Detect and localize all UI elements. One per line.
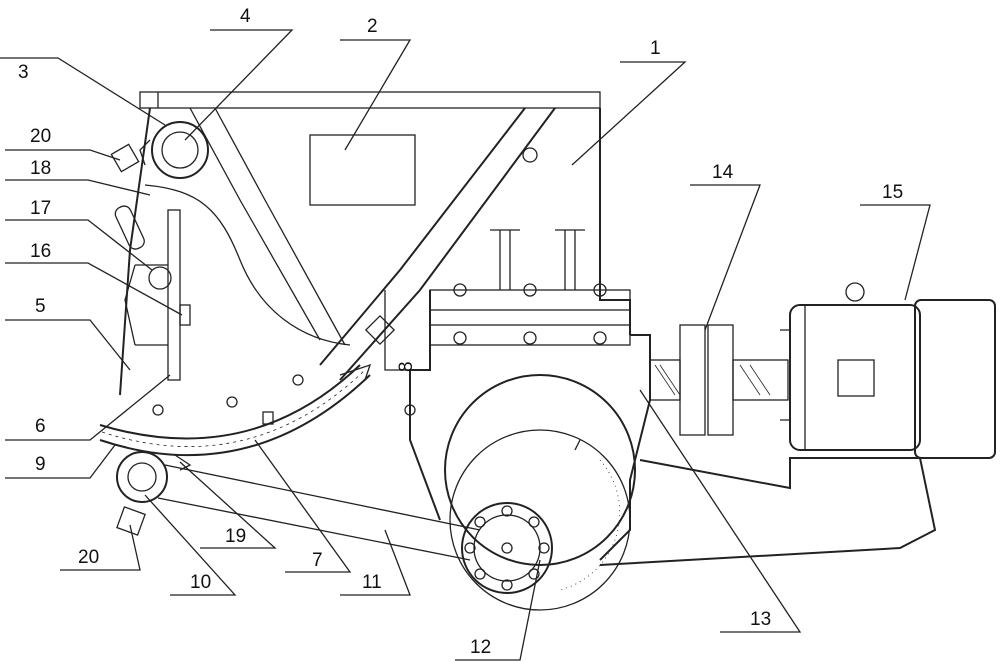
label-3: 3 bbox=[18, 62, 29, 83]
label-13: 13 bbox=[750, 609, 771, 630]
label-1: 1 bbox=[650, 38, 661, 59]
coupling bbox=[649, 324, 789, 436]
drum bbox=[444, 374, 636, 611]
label-12: 12 bbox=[470, 637, 491, 658]
lever bbox=[114, 205, 191, 381]
label-20-bottom: 20 bbox=[78, 547, 99, 568]
label-6: 6 bbox=[35, 416, 46, 437]
label-8: 8 bbox=[396, 361, 417, 372]
label-7: 7 bbox=[312, 550, 323, 571]
label-4: 4 bbox=[240, 6, 251, 27]
label-14: 14 bbox=[712, 162, 734, 183]
label-16: 16 bbox=[30, 241, 51, 262]
motor bbox=[599, 282, 996, 566]
label-5: 5 bbox=[35, 296, 46, 317]
label-9: 9 bbox=[35, 454, 46, 475]
label-2: 2 bbox=[367, 16, 378, 37]
label-17: 17 bbox=[30, 198, 51, 219]
label-18: 18 bbox=[30, 158, 51, 179]
top-frame bbox=[139, 91, 601, 109]
label-10: 10 bbox=[190, 572, 211, 593]
top-pivot bbox=[110, 121, 209, 179]
flange bbox=[461, 502, 553, 594]
lower-pivot-arm bbox=[116, 451, 481, 561]
nameplate bbox=[309, 134, 416, 206]
leader-lines bbox=[0, 29, 931, 661]
hopper-body bbox=[119, 107, 631, 416]
label-20-top: 20 bbox=[30, 126, 51, 147]
bottom-plate bbox=[99, 363, 372, 457]
label-11: 11 bbox=[362, 572, 382, 593]
label-15: 15 bbox=[882, 182, 903, 203]
label-19: 19 bbox=[225, 526, 246, 547]
gearbox bbox=[364, 229, 651, 561]
